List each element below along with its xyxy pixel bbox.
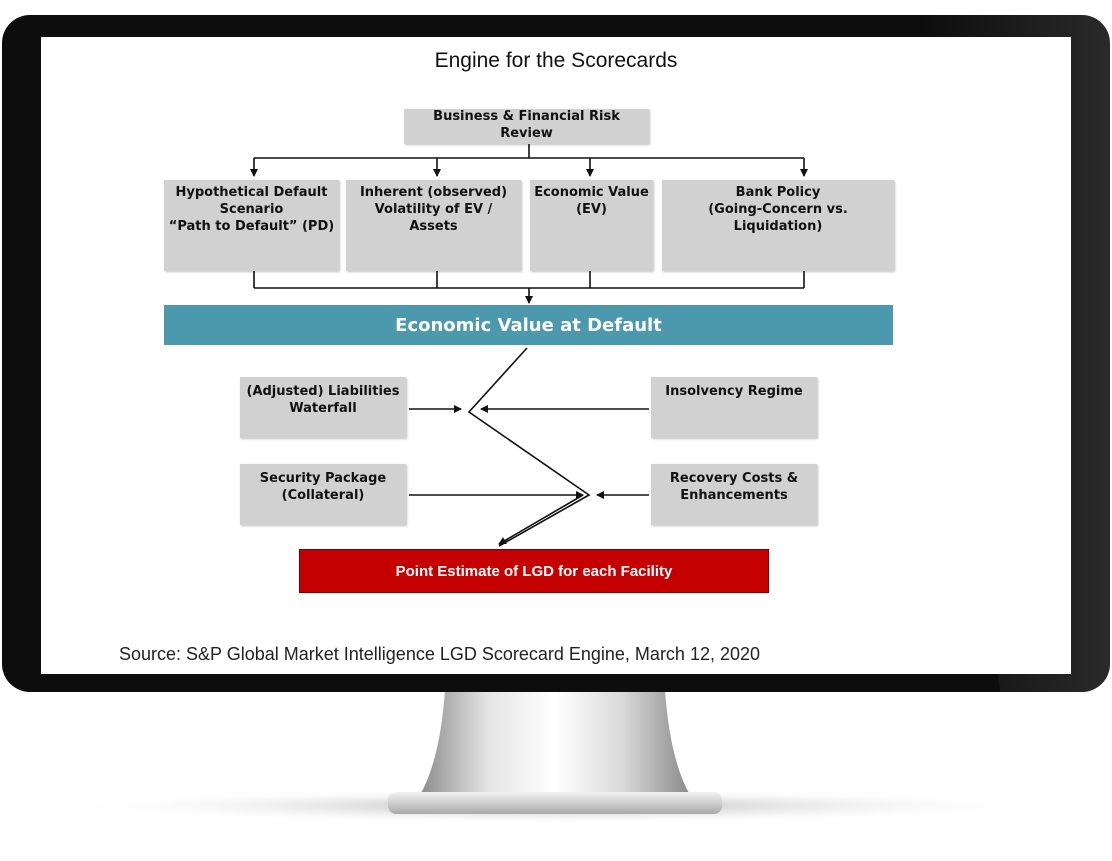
adjusted-liabilities-waterfall-box: (Adjusted) Liabilities Waterfall (240, 377, 406, 438)
insolvency-regime-box: Insolvency Regime (651, 377, 817, 438)
hypothetical-default-scenario-box: Hypothetical Default Scenario “Path to D… (164, 180, 339, 271)
monitor-stand (420, 690, 690, 795)
security-package-box: Security Package (Collateral) (240, 464, 406, 525)
diagram-title: Engine for the Scorecards (434, 49, 678, 72)
monitor-base (388, 792, 722, 814)
inherent-volatility-box: Inherent (observed) Volatility of EV / A… (346, 180, 521, 271)
source-note: Source: S&P Global Market Intelligence L… (119, 644, 761, 664)
connector-lines (250, 144, 808, 547)
lgd-point-estimate-box: Point Estimate of LGD for each Facility (299, 549, 769, 593)
monitor-screen: Engine for the Scorecards (41, 37, 1071, 674)
recovery-costs-box: Recovery Costs & Enhancements (651, 464, 817, 525)
bank-policy-box: Bank Policy (Going-Concern vs. Liquidati… (662, 180, 894, 271)
economic-value-box: Economic Value (EV) (530, 180, 653, 271)
business-financial-risk-review-box: Business & Financial Risk Review (404, 109, 649, 144)
economic-value-at-default-band: Economic Value at Default (164, 305, 893, 345)
